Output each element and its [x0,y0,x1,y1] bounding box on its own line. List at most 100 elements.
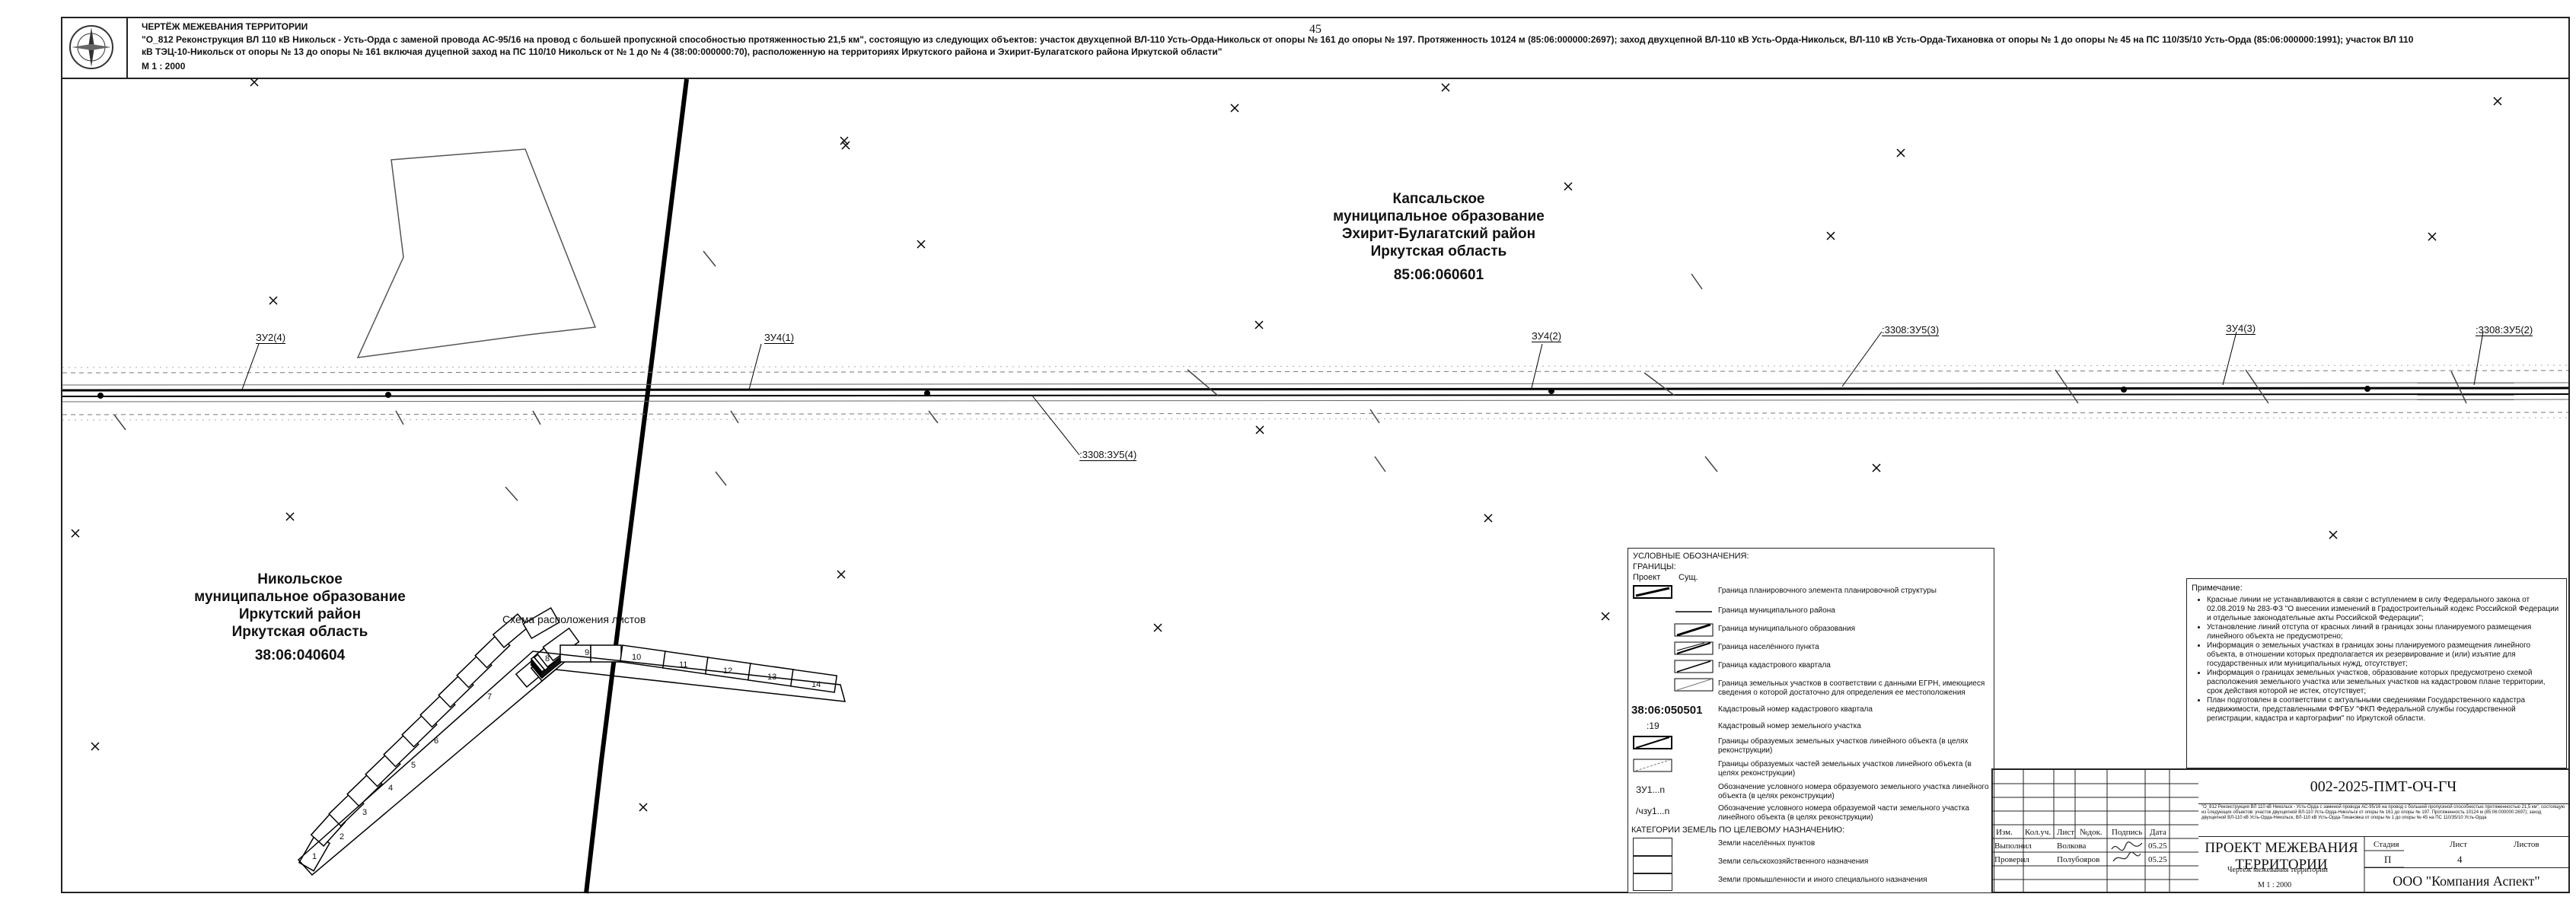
mun-nikolsk-cadastral-code: 38:06:040604 [254,647,346,663]
boundary-municipality-symbol [1674,623,1714,637]
category-swatch [1633,838,1672,856]
stamp-header-sign: Подпись [2112,828,2143,837]
category-swatch [1633,856,1672,874]
title-block-grid [1993,770,2198,893]
legend-text: Граница муниципального района [1718,606,1835,615]
legend-code-quarter: 38:06:050501 [1631,704,1703,717]
stamp-project-title: ПРОЕКТ МЕЖЕВАНИЯ ТЕРРИТОРИИ [2198,837,2364,876]
stamp-header-date: Дата [2150,828,2166,837]
power-line-corridor [62,364,2569,421]
new-parcel-symbol [1633,736,1672,749]
note-item: План подготовлен в соответствии с актуал… [2207,696,2562,724]
sheet-number: 1 [312,852,317,861]
stamp-stage-header: Стадия [2374,840,2399,849]
sheet-number: 8 [545,654,550,663]
boundary-settlement-symbol [1674,641,1714,655]
stamp-subtitle: "О_812 Реконструкция ВЛ 110 кВ Никольск … [2198,803,2568,837]
legend-row: Земли промышленности и иного специальног… [1628,873,1994,892]
legend-categories-title: КАТЕГОРИИ ЗЕМЕЛЬ ПО ЦЕЛЕВОМУ НАЗНАЧЕНИЮ: [1631,826,1845,835]
power-line-supports [97,386,2370,399]
mun-kapsal-line-1: Капсальское [1392,191,1485,207]
legend-text: Границы образуемых земельных участков ли… [1718,737,1969,755]
parcel-label: :3308:ЗУ5(2) [2476,324,2533,336]
legend-text: Земли сельскохозяйственного назначения [1718,857,1869,866]
compass-logo-icon [69,25,113,69]
parcel-label: ЗУ2(4) [256,332,286,344]
legend-title: УСЛОВНЫЕ ОБОЗНАЧЕНИЯ: [1633,552,1749,561]
stamp-project-title-2: ТЕРРИТОРИИ [2235,857,2328,873]
sheet-scheme [298,606,838,872]
polygon-contour [356,148,597,358]
sheet-number: 2 [340,832,345,841]
legend-row: Граница кадастрового квартала [1628,660,1994,678]
legend-text: Граница населённого пункта [1718,643,1819,651]
drawing-description: "О_812 Реконструкция ВЛ 110 кВ Никольск … [142,34,2414,57]
drawing-header: ЧЕРТЁЖ МЕЖЕВАНИЯ ТЕРРИТОРИИ "О_812 Рекон… [61,17,2570,79]
stamp-drawing-name: Чертёж межевания территории [2227,866,2328,874]
note-item: Красные линии не устанавливаются в связи… [2207,596,2562,623]
drawing-frame [61,17,2570,893]
page-number: 45 [1309,23,1321,36]
legend-text: Кадастровый номер кадастрового квартала [1718,705,1873,714]
notes-title: Примечание: [2192,584,2243,593]
drawing-title: ЧЕРТЁЖ МЕЖЕВАНИЯ ТЕРРИТОРИИ [142,21,308,32]
boundary-planning-symbol [1633,585,1672,599]
legend-text: Граница муниципального образования [1718,625,1856,633]
stamp-company: ООО "Компания Аспект" [2364,867,2568,894]
legend-row: Земли сельскохозяйственного назначения [1628,856,1994,874]
legend-row: /чзу1...n Обозначение условного номера о… [1628,803,1994,824]
legend-row: Граница населённого пункта [1628,641,1994,660]
district-boundary [584,78,689,894]
legend-text: Границы образуемых частей земельных учас… [1718,760,1972,778]
boundary-quarter-symbol [1674,660,1714,673]
parcel-label: ЗУ4(2) [1532,330,1562,342]
stamp-role-checked: Проверил [1994,855,2029,864]
legend: УСЛОВНЫЕ ОБОЗНАЧЕНИЯ: ГРАНИЦЫ: Проект Су… [1628,548,1994,893]
municipality-nikolsk: Никольское муниципальное образование Ирк… [180,571,420,664]
legend-text: Земли промышленности и иного специальног… [1718,876,1927,884]
stamp-header-list: Лист [2057,828,2075,837]
logo-cell [61,17,128,78]
stamp-project-title-1: ПРОЕКТ МЕЖЕВАНИЯ [2205,840,2358,856]
legend-row: Граница муниципального района [1628,605,1994,623]
mun-kapsal-line-3: Эхирит-Булагатский район [1341,226,1536,242]
sheet-number: 3 [362,808,368,817]
boundary-egrn-symbol [1674,678,1714,692]
legend-chzu-label: /чзу1...n [1636,806,1670,816]
legend-row: Граница земельных участков в соответстви… [1628,678,1994,701]
stamp-header-izm: Изм. [1996,828,2013,837]
sheet-number: 11 [679,660,688,670]
sheet-number: 4 [388,784,394,793]
title-block: Изм. Кол.уч. Лист №док. Подпись Дата Вып… [1991,768,2570,893]
legend-row: ЗУ1...n Обозначение условного номера обр… [1628,781,1994,803]
mun-kapsal-cadastral-code: 85:06:060601 [1393,267,1484,283]
legend-col-project: Проект [1633,573,1661,582]
stamp-sheet: 4 [2457,854,2463,865]
sheet-number: 12 [723,666,733,676]
parcel-label: :3308:ЗУ5(4) [1079,449,1137,461]
legend-row: Границы образуемых земельных участков ли… [1628,736,1994,757]
legend-subtitle: ГРАНИЦЫ: [1633,562,1676,571]
legend-row: Земли населённых пунктов [1628,838,1994,856]
notes-list: Красные линии не устанавливаются в связи… [2192,596,2562,724]
category-swatch [1633,873,1672,891]
legend-col-existing: Сущ. [1679,573,1698,582]
stamp-stage: П [2384,854,2392,865]
stamp-drawing-scale: М 1 : 2000 [2258,881,2292,889]
legend-text: Граница планировочного элемента планиров… [1718,587,1937,595]
scheme-label: Схема расположения листов [502,613,646,625]
legend-row: Граница планировочного элемента планиров… [1628,585,1994,603]
stamp-header-kol: Кол.уч. [2025,828,2052,837]
stamp-doc-code: 002-2025-ПМТ-ОЧ-ГЧ [2198,770,2568,804]
parcel-label: ЗУ4(1) [764,332,795,344]
mun-nikolsk-line-3: Иркутский район [238,606,362,622]
boundary-district-symbol [1675,611,1712,612]
stamp-date-checked: 05.25 [2148,855,2167,864]
legend-text: Обозначение условного номера образуемой … [1718,804,1969,822]
legend-row: 38:06:050501 Кадастровый номер кадастров… [1628,704,1994,722]
signature-icon [2111,841,2143,862]
mun-nikolsk-line-1: Никольское [257,571,343,587]
stamp-role-performed: Выполнил [1994,841,2032,851]
legend-text: Земли населённых пунктов [1718,839,1816,848]
